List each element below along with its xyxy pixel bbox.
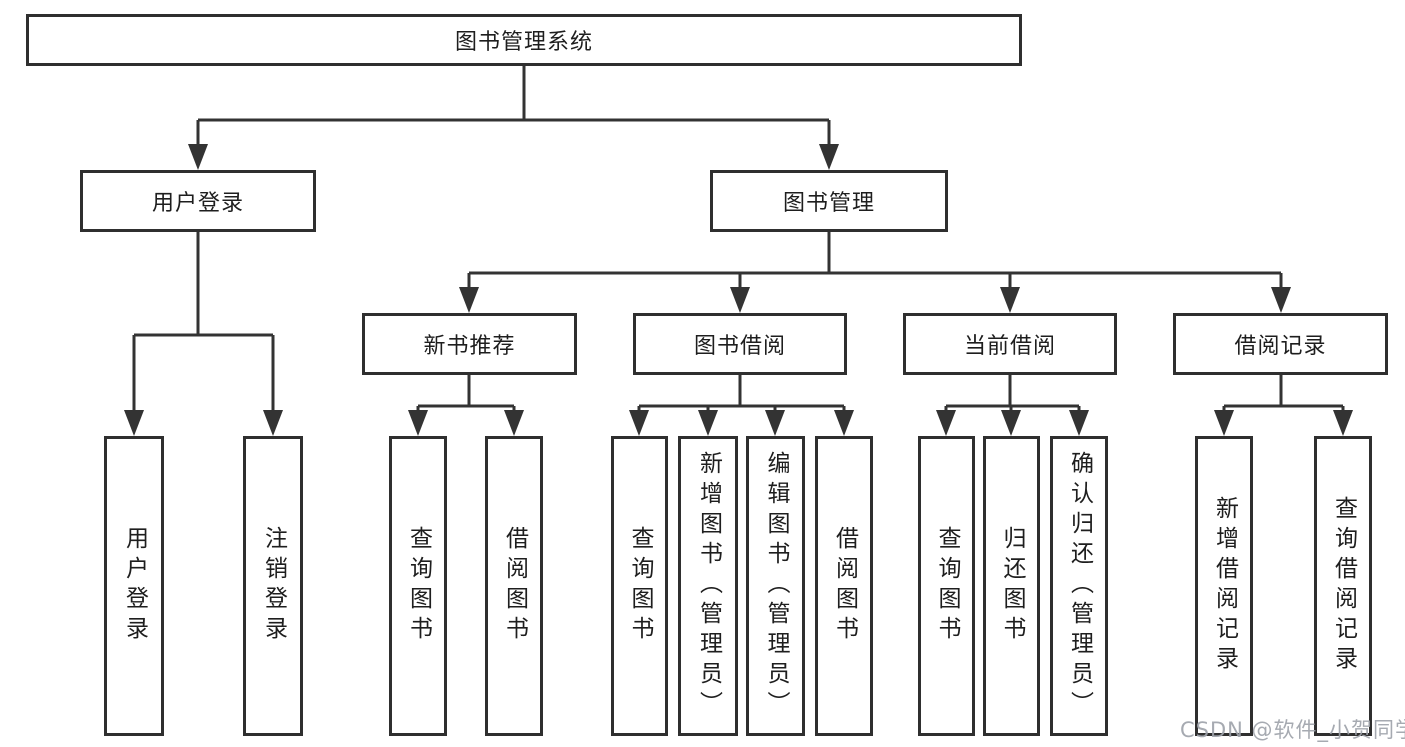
leaf-query-borrow-record-label: 查询借阅记录 — [1330, 496, 1357, 676]
leaf-query-books-1-label: 查询图书 — [405, 526, 432, 646]
leaf-query-borrow-record: 查询借阅记录 — [1314, 436, 1372, 736]
leaf-query-books-3-label: 查询图书 — [934, 526, 960, 646]
leaf-add-books-admin-label: 新增图书（管理员） — [695, 451, 722, 721]
leaf-return-books: 归还图书 — [983, 436, 1040, 736]
node-book-management: 图书管理 — [710, 170, 948, 232]
leaf-edit-books-admin: 编辑图书（管理员） — [746, 436, 805, 736]
leaf-logout: 注销登录 — [243, 436, 303, 736]
node-library-management-system: 图书管理系统 — [26, 14, 1022, 66]
leaf-user-login-label: 用户登录 — [121, 526, 148, 646]
node-book-borrowing: 图书借阅 — [633, 313, 847, 375]
node-borrowing-records: 借阅记录 — [1173, 313, 1388, 375]
connector-strokes — [132, 66, 1345, 416]
node-user-login: 用户登录 — [80, 170, 316, 232]
leaf-logout-label: 注销登录 — [260, 526, 287, 646]
leaf-borrow-books-1-label: 借阅图书 — [501, 526, 528, 646]
leaf-query-books-2: 查询图书 — [611, 436, 668, 736]
leaf-add-borrow-record-label: 新增借阅记录 — [1211, 496, 1238, 676]
leaf-borrow-books-2-label: 借阅图书 — [831, 526, 858, 646]
leaf-edit-books-admin-label: 编辑图书（管理员） — [763, 451, 789, 721]
leaf-borrow-books-2: 借阅图书 — [815, 436, 873, 736]
leaf-confirm-return-admin: 确认归还（管理员） — [1050, 436, 1108, 736]
leaf-add-borrow-record: 新增借阅记录 — [1195, 436, 1253, 736]
node-current-borrowing: 当前借阅 — [903, 313, 1117, 375]
arrowheads — [124, 144, 1353, 436]
leaf-return-books-label: 归还图书 — [999, 526, 1025, 646]
leaf-user-login: 用户登录 — [104, 436, 164, 736]
leaf-query-books-2-label: 查询图书 — [627, 526, 653, 646]
leaf-add-books-admin: 新增图书（管理员） — [678, 436, 738, 736]
leaf-borrow-books-1: 借阅图书 — [485, 436, 543, 736]
leaf-query-books-1: 查询图书 — [389, 436, 447, 736]
leaf-query-books-3: 查询图书 — [918, 436, 975, 736]
csdn-watermark: CSDN @软件_小贺同学 — [1180, 718, 1405, 742]
node-new-book-recommendation: 新书推荐 — [362, 313, 577, 375]
leaf-confirm-return-admin-label: 确认归还（管理员） — [1066, 451, 1093, 721]
